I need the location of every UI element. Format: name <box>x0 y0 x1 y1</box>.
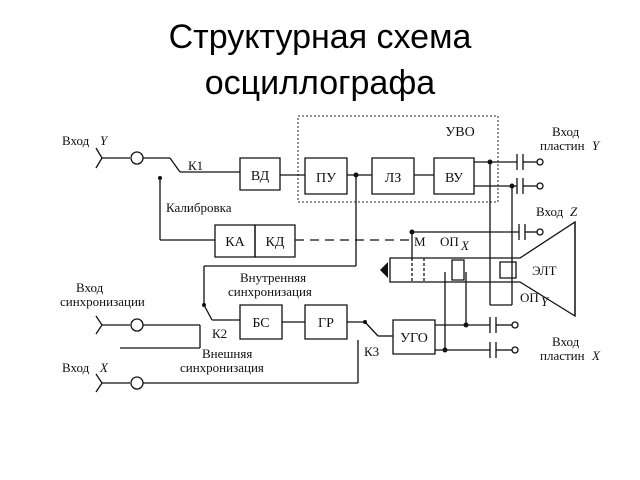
block-ugo-label: УГО <box>400 331 428 346</box>
opx-subscript: X <box>460 238 470 253</box>
deflection-plates-x <box>452 260 464 280</box>
sync-input-label-1: Вход <box>76 280 104 295</box>
input-y-symbol: Y <box>100 133 109 148</box>
slide-title: Структурная схема осциллографа <box>0 14 640 106</box>
input-z-symbol: Z <box>570 204 578 219</box>
block-lz <box>372 158 414 194</box>
block-vu <box>434 158 474 194</box>
block-pu-label: ПУ <box>316 171 336 186</box>
block-vd-label: ВД <box>251 169 270 184</box>
input-y-connector <box>131 152 143 164</box>
beam-arrow-icon <box>380 262 388 278</box>
crt-label: ЭЛТ <box>532 263 557 278</box>
plates-y-symbol: Y <box>592 138 601 153</box>
block-kd <box>255 225 295 257</box>
block-bs-label: БС <box>252 316 269 331</box>
input-x-symbol: X <box>99 360 109 375</box>
internal-sync-label-1: Внутренняя <box>240 270 306 285</box>
junction-dot <box>158 176 162 180</box>
plates-y-label-2: пластин <box>540 138 585 153</box>
internal-sync-label-2: синхронизация <box>228 284 312 299</box>
block-ugo <box>393 320 435 354</box>
block-vd <box>240 158 280 190</box>
plates-x-label-1: Вход <box>552 334 580 349</box>
input-z-label: Вход <box>536 204 564 219</box>
sync-input-label-2: синхронизации <box>60 294 145 309</box>
junction-dot <box>202 303 206 307</box>
junction-dot <box>463 322 469 328</box>
external-sync-label-1: Внешняя <box>202 346 252 361</box>
k1-switch <box>170 158 180 172</box>
calibration-label: Калибровка <box>166 200 232 215</box>
k2-label: К2 <box>212 326 227 341</box>
plates-x-label-2: пластин <box>540 348 585 363</box>
junction-dot <box>509 183 515 189</box>
opy-subscript: Y <box>541 294 550 309</box>
input-x-label: Вход <box>62 360 90 375</box>
terminal <box>537 159 543 165</box>
terminal <box>537 229 543 235</box>
junction-dot <box>487 159 493 165</box>
terminal <box>512 322 518 328</box>
terminal <box>512 347 518 353</box>
sync-input-connector <box>131 319 143 331</box>
block-ka-label: КА <box>225 235 245 250</box>
block-gr-label: ГР <box>318 316 334 331</box>
k1-label: К1 <box>188 158 203 173</box>
k3-switch <box>365 322 378 336</box>
terminal <box>537 183 543 189</box>
block-vu-label: ВУ <box>445 171 463 186</box>
opy-label: ОП <box>520 290 539 305</box>
block-pu <box>305 158 347 194</box>
plates-y-label-1: Вход <box>552 124 580 139</box>
k3-label: К3 <box>364 344 379 359</box>
junction-dot <box>442 347 448 353</box>
title-line-1: Структурная схема <box>168 18 472 56</box>
title-line-2: осциллографа <box>204 64 436 102</box>
deflection-plates-y <box>500 262 516 278</box>
input-x-connector <box>131 377 143 389</box>
k2-switch <box>204 305 212 320</box>
external-sync-label-2: синхронизация <box>180 360 264 375</box>
block-uvo-label: УВО <box>445 125 474 140</box>
input-y-arrow <box>96 148 102 168</box>
junction-dot <box>353 172 359 178</box>
plates-x-symbol: X <box>591 348 601 363</box>
junction-dot <box>409 229 415 235</box>
input-y-label: Вход <box>62 133 90 148</box>
uvo-enclosure <box>298 116 498 202</box>
opx-label: ОП <box>440 234 459 249</box>
block-kd-label: КД <box>266 235 285 250</box>
junction-dot <box>363 320 367 324</box>
sync-input-arrow <box>96 316 102 334</box>
modulator-label: М <box>414 234 426 249</box>
block-lz-label: ЛЗ <box>385 171 402 186</box>
input-x-arrow <box>96 374 102 392</box>
